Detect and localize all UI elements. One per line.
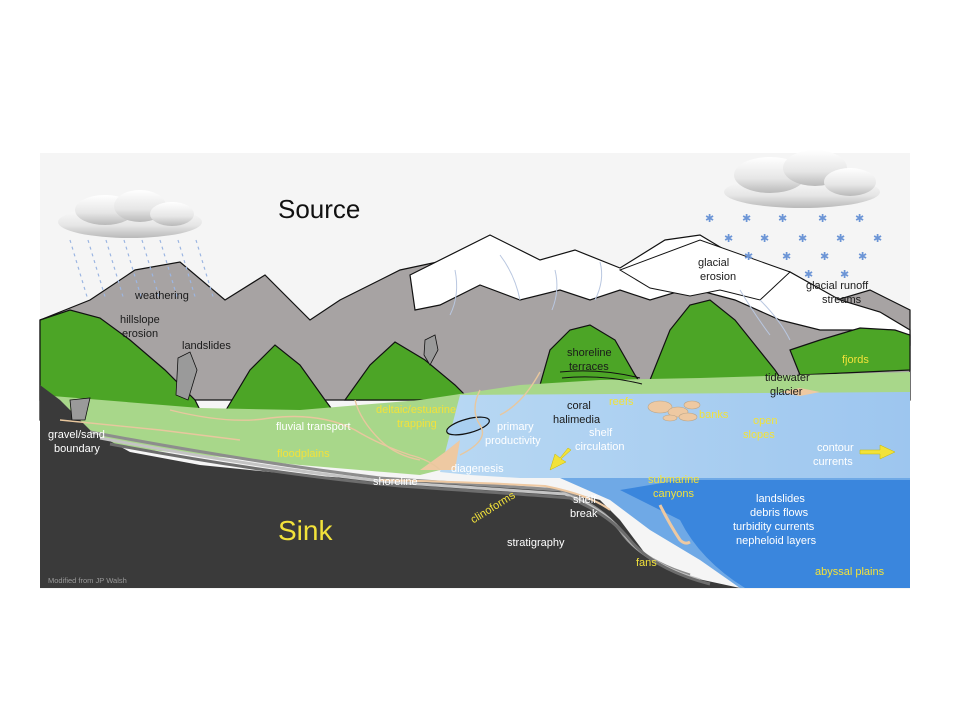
beach-sand [420,440,460,470]
svg-text:✱: ✱ [818,212,827,225]
label-tidewater-2: glacier [770,386,803,398]
label-contour-1: contour [817,442,854,454]
label-shelf-circ-1: shelf [589,427,613,439]
label-fluvial-transport: fluvial transport [276,421,351,433]
svg-text:✱: ✱ [873,232,882,245]
snow-cap-right [618,239,791,301]
svg-text:✱: ✱ [855,212,864,225]
label-shelf-circ-2: circulation [575,441,625,453]
label-diagenesis: diagenesis [451,463,504,475]
landslide-scar-3 [69,397,91,421]
svg-text:✱: ✱ [804,268,813,281]
label-submarine-2: canyons [653,488,694,500]
label-glacial-erosion-1: glacial [698,257,729,269]
label-banks: banks [699,409,729,421]
terrace-lines [559,370,643,385]
label-shelf-break-2: break [570,508,598,520]
deep-water [620,480,910,588]
svg-text:✱: ✱ [820,250,829,263]
label-floodplains: floodplains [277,448,330,460]
label-gravel-sand-1: gravel/sand [48,429,105,441]
green-hill-fjord [789,327,911,376]
source-title: Source [278,194,360,224]
label-deep-2: debris flows [750,507,809,519]
svg-text:✱: ✱ [744,250,753,263]
label-deep-4: nepheloid layers [736,535,817,547]
label-primary-2: productivity [485,435,541,447]
rain-cloud-icon [58,190,202,238]
label-deep-3: turbidity currents [733,521,815,533]
label-open-slopes-1: open [753,415,777,427]
label-weathering: weathering [134,290,189,302]
label-coral-2: halimedia [553,414,601,426]
label-deltaic-1: deltaic/estuarine [376,404,456,416]
label-fjords: fjords [842,354,869,366]
canyon-sediment [658,504,691,545]
stratigraphy-layers [89,430,711,586]
svg-text:✱: ✱ [742,212,751,225]
label-fans: fans [636,557,657,569]
snow-cloud-icon [724,150,880,208]
label-open-slopes-2: slopes [743,429,775,441]
svg-text:✱: ✱ [836,232,845,245]
label-shoreline-terraces-1: shoreline [567,347,612,359]
landslide-scar-2 [423,334,439,366]
label-submarine-1: submarine [648,474,699,486]
reef-banks [647,400,701,422]
glacier-streaks [449,254,791,341]
label-contour-2: currents [813,456,853,468]
current-arrow-icon [549,444,896,471]
label-landslides-land: landslides [182,340,231,352]
label-glacial-runoff-1: glacial runoff [806,280,869,292]
label-shoreline-terraces-2: terraces [569,361,609,373]
landslide-scar-1 [175,351,198,401]
label-shoreline: shoreline [373,476,418,488]
tidewater-sand [780,388,820,396]
svg-text:✱: ✱ [778,212,787,225]
label-coral-1: coral [567,400,591,412]
label-shelf-break-1: shelf [573,494,597,506]
rivers [59,371,541,471]
label-glacial-erosion-2: erosion [700,271,736,283]
sink-title: Sink [278,515,333,546]
svg-text:✱: ✱ [705,212,714,225]
label-stratigraphy: stratigraphy [507,537,565,549]
svg-text:✱: ✱ [760,232,769,245]
label-hillslope-2: erosion [122,328,158,340]
snowflakes: ✱ ✱ ✱ ✱ ✱ ✱ ✱ ✱ ✱ ✱ ✱ ✱ ✱ ✱ ✱ ✱ [705,212,882,281]
label-abyssal-plains: abyssal plains [815,566,885,578]
svg-text:✱: ✱ [782,250,791,263]
label-hillslope-1: hillslope [120,314,160,326]
label-reefs: reefs [609,396,634,408]
label-tidewater-1: tidewater [765,372,810,384]
svg-text:✱: ✱ [724,232,733,245]
label-gravel-sand-2: boundary [54,443,100,455]
svg-text:✱: ✱ [840,268,849,281]
label-deltaic-2: trapping [397,418,437,430]
label-glacial-runoff-2: streams [822,294,862,306]
label-primary-1: primary [497,421,534,433]
label-deep-1: landslides [756,493,805,505]
svg-text:✱: ✱ [798,232,807,245]
credit-text: Modified from JP Walsh [48,576,127,585]
svg-text:✱: ✱ [858,250,867,263]
